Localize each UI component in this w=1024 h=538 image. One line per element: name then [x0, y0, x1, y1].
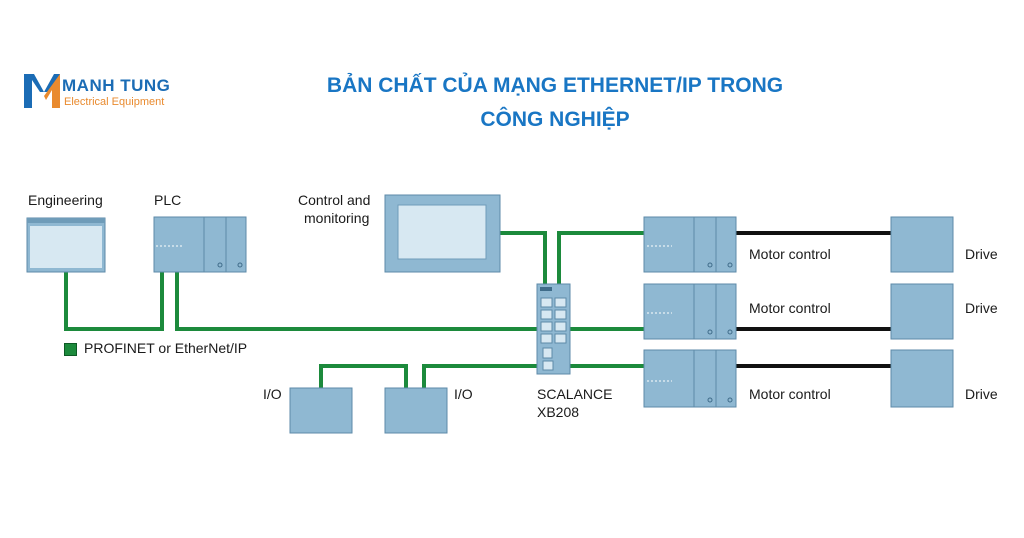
legend-text: PROFINET or EtherNet/IP	[84, 340, 248, 356]
label-io-left: I/O	[263, 386, 282, 402]
legend-swatch	[64, 343, 77, 356]
brand-tagline: Electrical Equipment	[64, 96, 165, 108]
label-drive-2: Drive	[965, 300, 998, 316]
motor-lines	[736, 231, 891, 368]
label-switch-1: SCALANCE	[537, 386, 613, 402]
plc-device	[153, 216, 247, 273]
label-drive-3: Drive	[965, 386, 998, 402]
page-title-line2: CÔNG NGHIỆP	[480, 108, 630, 131]
drive-box-2	[890, 283, 954, 340]
label-motor-control-2: Motor control	[749, 300, 831, 316]
motor-controller-1	[643, 216, 737, 273]
label-motor-control-1: Motor control	[749, 246, 831, 262]
logo-icon	[24, 74, 60, 108]
label-motor-control-3: Motor control	[749, 386, 831, 402]
engineering-station	[26, 217, 106, 273]
io-module-left	[289, 387, 353, 434]
scalance-switch	[536, 283, 571, 375]
drive-box-3	[890, 349, 954, 408]
link-engineering-plc	[64, 272, 164, 331]
link-io-io	[319, 364, 408, 388]
link-switch-io-right	[422, 364, 538, 388]
motor-controller-3	[643, 349, 737, 408]
drive-box-1	[890, 216, 954, 273]
link-plc-switch	[175, 272, 538, 331]
page-title-line1: BẢN CHẤT CỦA MẠNG ETHERNET/IP TRONG	[326, 74, 784, 97]
hmi-panel	[384, 194, 501, 273]
label-switch-2: XB208	[537, 404, 580, 420]
label-control-1: Control and	[298, 192, 371, 208]
link-hmi-switch	[500, 231, 547, 284]
label-io-right: I/O	[454, 386, 473, 402]
link-switch-ctrl1	[557, 231, 644, 284]
label-drive-1: Drive	[965, 246, 998, 262]
motor-controller-2	[643, 283, 737, 340]
label-plc: PLC	[154, 192, 182, 208]
network-lines	[64, 231, 644, 388]
label-control-2: monitoring	[304, 210, 370, 226]
io-module-right	[384, 387, 448, 434]
label-engineering: Engineering	[28, 192, 103, 208]
brand-name: MANH TUNG	[62, 76, 171, 95]
